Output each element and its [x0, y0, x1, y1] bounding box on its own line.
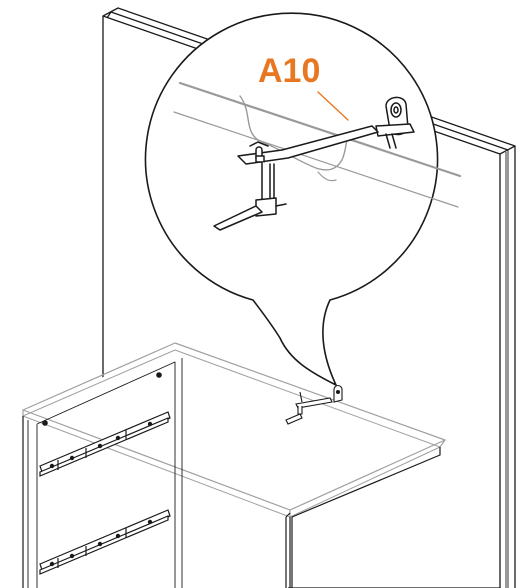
magnifier-callout: [144, 12, 439, 386]
part-label-a10: A10: [258, 52, 320, 90]
anti-tip-bracket: [285, 384, 343, 425]
zoom-detail: [173, 81, 462, 231]
drawer-slide-icon: [39, 411, 171, 477]
drawer-slide-lower: [39, 509, 171, 575]
cable-tie-anchor-icon: [375, 96, 415, 149]
